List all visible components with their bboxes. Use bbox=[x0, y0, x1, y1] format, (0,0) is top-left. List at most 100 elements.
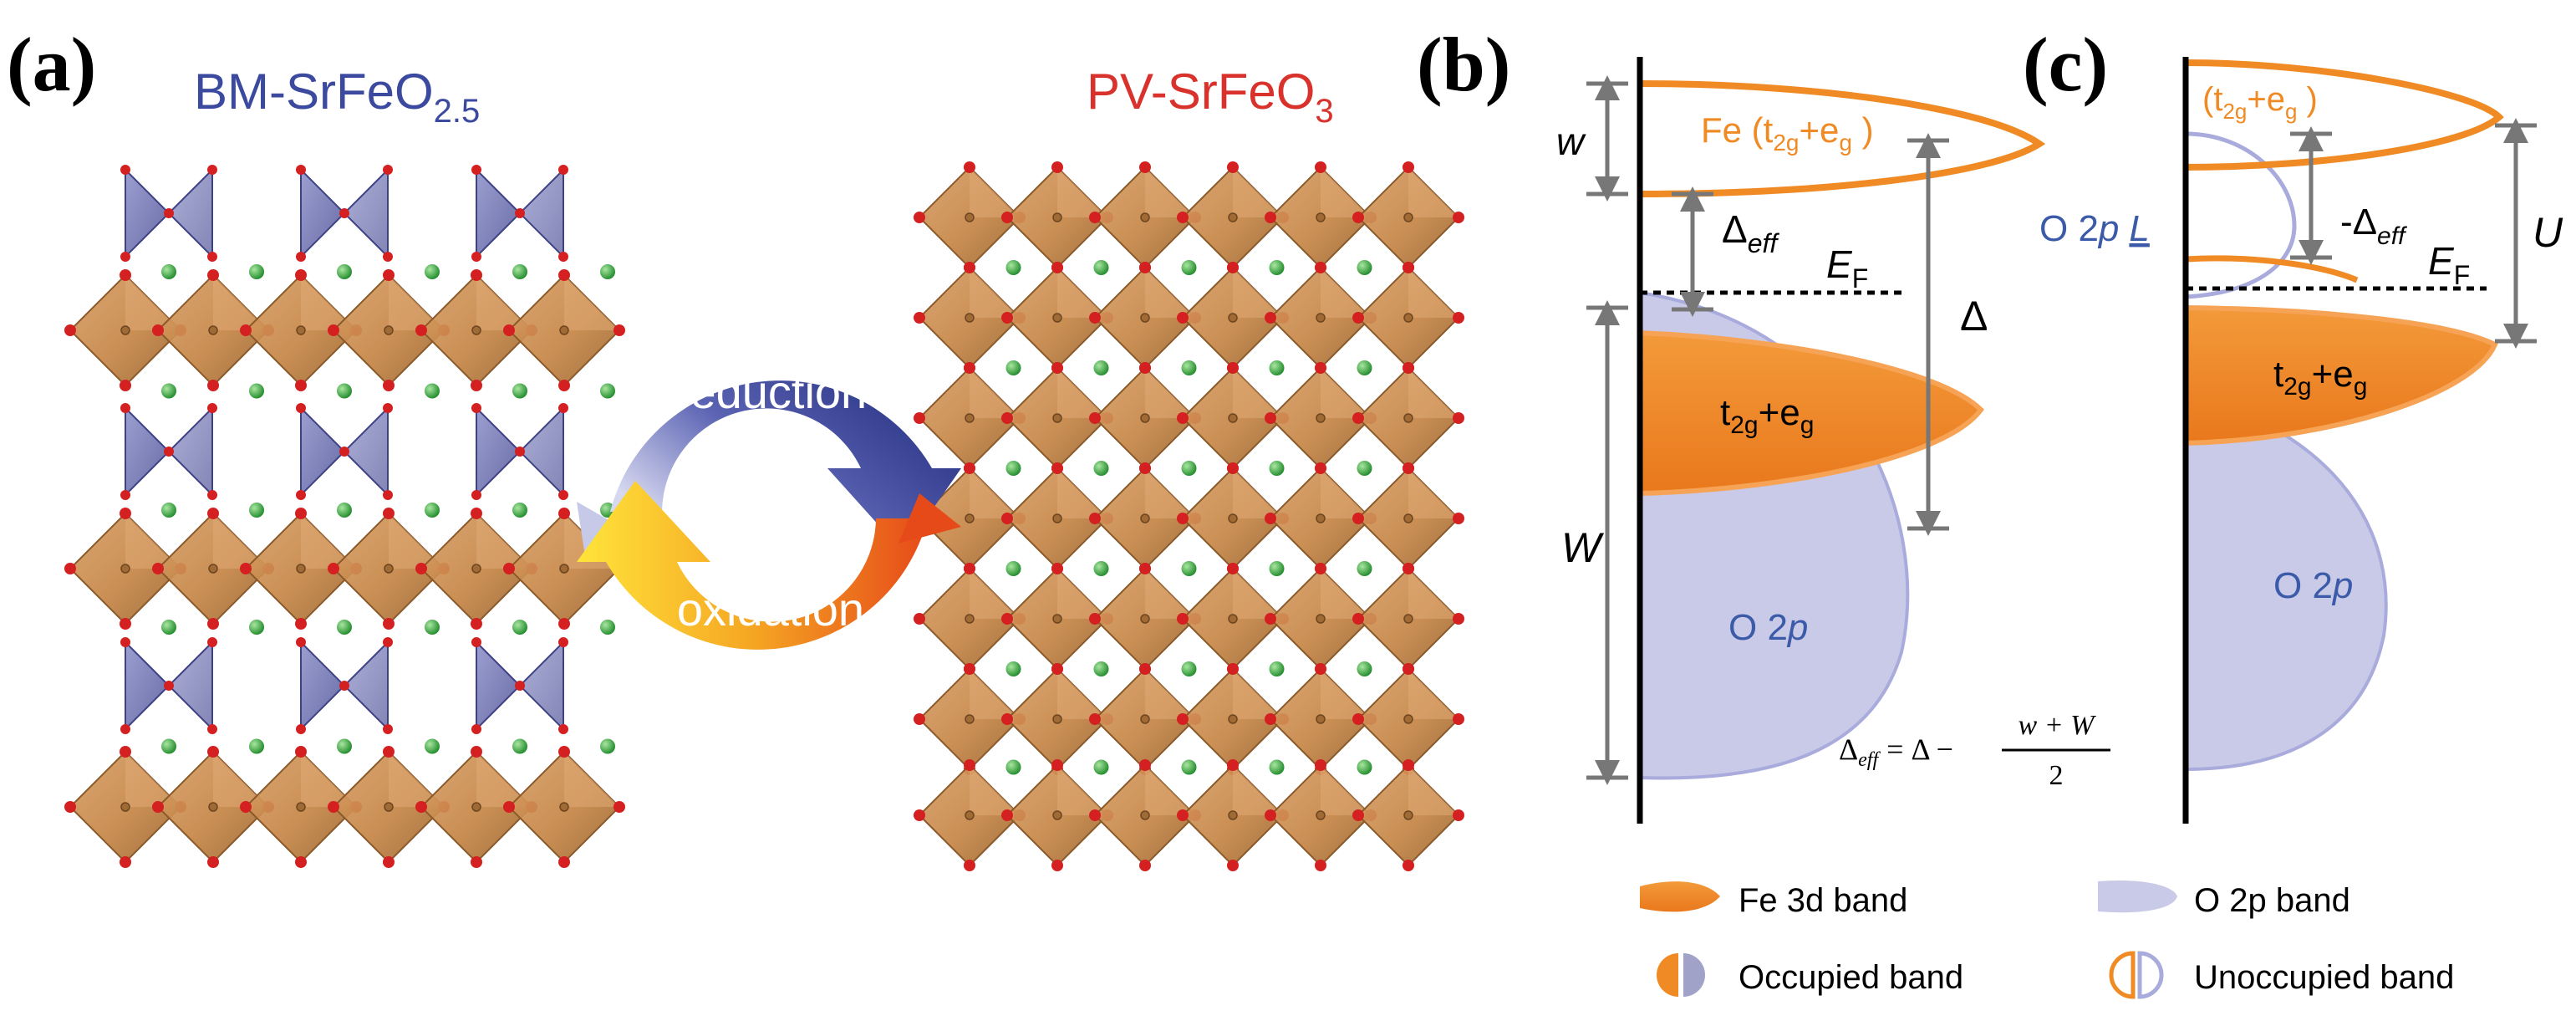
pv-srfeo-title: PV-SrFeO3 bbox=[1087, 64, 1334, 130]
feo6-octahedron bbox=[1089, 161, 1201, 273]
sr-atom bbox=[1093, 260, 1109, 275]
c-band-top-label: (t2g+eg ) bbox=[2202, 81, 2318, 124]
sr-atom bbox=[1181, 260, 1197, 275]
feo4-tetrahedron bbox=[471, 165, 568, 262]
legend-fe3d-swatch bbox=[1640, 881, 1720, 912]
sr-atom bbox=[161, 503, 176, 518]
feo4-tetrahedron bbox=[120, 403, 217, 500]
feo4-tetrahedron bbox=[296, 637, 393, 734]
sr-atom bbox=[161, 620, 176, 635]
legend-fe3d-label: Fe 3d band bbox=[1739, 882, 1907, 919]
sr-atom bbox=[1269, 360, 1285, 375]
feo4-tetrahedron bbox=[471, 637, 568, 734]
feo6-octahedron bbox=[415, 508, 537, 630]
feo6-octahedron bbox=[914, 161, 1026, 273]
feo4-tetrahedron bbox=[296, 165, 393, 262]
sr-atom bbox=[1181, 759, 1197, 775]
b-delta-eff-bracket bbox=[1672, 186, 1713, 317]
sr-atom bbox=[425, 383, 440, 399]
sr-atom bbox=[600, 738, 615, 754]
feo6-octahedron bbox=[240, 269, 362, 391]
legend-occupied: Occupied band bbox=[1657, 953, 1963, 997]
c-o2p-band bbox=[2184, 390, 2388, 772]
sr-atom bbox=[249, 503, 264, 518]
oxidation-arrow-head bbox=[899, 493, 961, 544]
sr-atom bbox=[337, 620, 352, 635]
sr-atom bbox=[1269, 661, 1285, 676]
feo6-octahedron bbox=[1089, 759, 1201, 871]
sr-atom bbox=[337, 264, 352, 279]
feo6-octahedron bbox=[1177, 759, 1289, 871]
sr-atom bbox=[249, 738, 264, 754]
legend-occupied-label: Occupied band bbox=[1739, 959, 1963, 996]
b-fe-unoccupied-band bbox=[1639, 80, 2046, 197]
sr-atom bbox=[1181, 360, 1197, 375]
b-delta-bracket bbox=[1907, 133, 1949, 536]
sr-atom bbox=[1181, 561, 1197, 576]
panel-c-label: (c) bbox=[2023, 22, 2108, 107]
feo6-octahedron bbox=[1265, 759, 1377, 871]
brownmillerite-structure bbox=[64, 165, 625, 868]
feo6-octahedron bbox=[64, 508, 186, 630]
sr-atom bbox=[337, 738, 352, 754]
feo6-octahedron bbox=[1001, 563, 1113, 675]
sr-atom bbox=[1357, 461, 1372, 476]
sr-atom bbox=[1269, 561, 1285, 576]
sr-atom bbox=[425, 738, 440, 754]
c-t2g-eg-label: t2g+eg bbox=[2273, 354, 2367, 401]
feo6-octahedron bbox=[1352, 563, 1464, 675]
b-delta-eff-label: Δeff bbox=[1722, 207, 1779, 258]
b-fe-occupied-band bbox=[1637, 329, 1984, 497]
sr-atom bbox=[249, 620, 264, 635]
sr-atom bbox=[1093, 759, 1109, 775]
c-neg-delta-eff-bracket bbox=[2290, 126, 2332, 265]
panel-a-label: (a) bbox=[7, 22, 96, 107]
b-w-small-label: w bbox=[1556, 120, 1586, 163]
svg-text:2: 2 bbox=[2049, 760, 2064, 791]
sr-atom bbox=[425, 503, 440, 518]
b-fe-band-label: Fe (t2g+eg ) bbox=[1701, 110, 1874, 156]
oxidation-label: oxidation bbox=[677, 583, 864, 636]
sr-atom bbox=[1357, 360, 1372, 375]
panel-b: (b) w Δeff EF bbox=[1417, 22, 2110, 824]
reduction-label: reduction bbox=[675, 365, 867, 418]
sr-atom bbox=[512, 383, 527, 399]
sr-atom bbox=[249, 383, 264, 399]
feo6-octahedron bbox=[240, 746, 362, 868]
feo6-octahedron bbox=[1265, 462, 1377, 574]
sr-atom bbox=[1357, 260, 1372, 275]
sr-atom bbox=[249, 264, 264, 279]
c-neg-delta-eff-label: -Δeff bbox=[2340, 202, 2407, 250]
b-o2p-label: O 2p bbox=[1728, 607, 1808, 648]
sr-atom bbox=[1093, 661, 1109, 676]
sr-atom bbox=[600, 264, 615, 279]
sr-atom bbox=[1093, 561, 1109, 576]
sr-atom bbox=[161, 264, 176, 279]
sr-atom bbox=[1005, 360, 1021, 375]
svg-text:Δeff= Δ −: Δeff= Δ − bbox=[1839, 732, 1953, 771]
feo6-octahedron bbox=[503, 746, 625, 868]
feo6-octahedron bbox=[914, 462, 1026, 574]
c-o2p-label: O 2p bbox=[2273, 565, 2353, 606]
feo6-octahedron bbox=[1352, 161, 1464, 273]
feo6-octahedron bbox=[240, 508, 362, 630]
b-big-w-label: W bbox=[1561, 524, 1605, 571]
feo6-octahedron bbox=[415, 269, 537, 391]
feo4-tetrahedron bbox=[471, 403, 568, 500]
legend-o2p-swatch bbox=[2098, 880, 2177, 913]
bm-srfeo-title: BM-SrFeO2.5 bbox=[194, 64, 480, 130]
c-ef-label: EF bbox=[2428, 239, 2470, 290]
sr-atom bbox=[1005, 759, 1021, 775]
b-ef-label: EF bbox=[1826, 242, 1868, 294]
c-u-label: U bbox=[2533, 209, 2563, 256]
feo6-octahedron bbox=[503, 269, 625, 391]
sr-atom bbox=[1005, 661, 1021, 676]
legend-o2p: O 2p band bbox=[2098, 880, 2350, 919]
sr-atom bbox=[1357, 759, 1372, 775]
sr-atom bbox=[161, 738, 176, 754]
reduction-arrow bbox=[610, 380, 961, 552]
sr-atom bbox=[1093, 461, 1109, 476]
